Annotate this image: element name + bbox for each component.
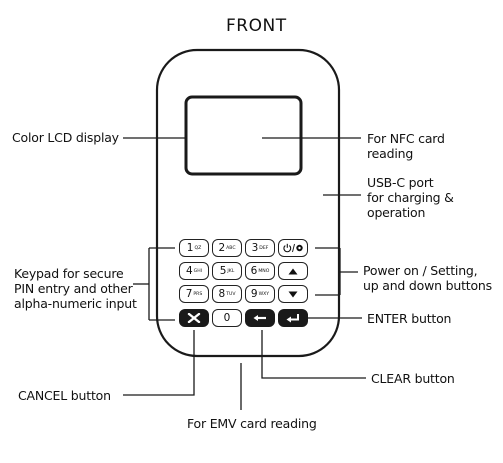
diagram-title: FRONT <box>226 16 287 36</box>
key-1-letters: QZ <box>194 245 202 251</box>
key-6-letters: MNO <box>258 268 270 274</box>
label-usb: USB-C port for charging & operation <box>367 175 454 220</box>
clear-button[interactable] <box>245 309 275 327</box>
label-lcd: Color LCD display <box>12 130 119 145</box>
key-3-digit: 3 <box>251 242 259 254</box>
key-8-letters: TUV <box>226 291 236 297</box>
key-4-digit: 4 <box>185 265 193 277</box>
power-settings-icon <box>283 243 303 253</box>
cancel-leader <box>123 330 195 396</box>
key-2-digit: 2 <box>218 242 226 254</box>
label-clear: CLEAR button <box>371 371 455 386</box>
key-4-letters: GHI <box>193 268 203 274</box>
label-power: Power on / Setting, up and down buttons <box>363 263 492 293</box>
cancel-x-icon <box>187 313 201 323</box>
clear-leader <box>261 330 366 379</box>
up-arrow-icon <box>288 268 298 274</box>
label-cancel: CANCEL button <box>18 388 111 403</box>
key-9-letters: WXY <box>258 291 270 297</box>
label-enter: ENTER button <box>367 311 452 326</box>
label-keypad: Keypad for secure PIN entry and other al… <box>14 266 137 311</box>
key-7-digit: 7 <box>185 288 193 300</box>
key-0[interactable]: 0 <box>212 309 242 327</box>
key-7-letters: PRS <box>193 291 203 297</box>
key-5-digit: 5 <box>219 265 227 277</box>
key-9-digit: 9 <box>250 288 258 300</box>
key-8-digit: 8 <box>218 288 226 300</box>
power-bracket <box>315 247 358 296</box>
label-nfc: For NFC card reading <box>367 131 445 161</box>
power-settings-button[interactable] <box>278 239 308 257</box>
lcd-screen <box>184 95 303 176</box>
down-arrow-icon <box>288 291 298 297</box>
key-5-letters: JKL <box>227 268 235 274</box>
enter-icon <box>286 314 299 323</box>
key-0-digit: 0 <box>223 312 231 324</box>
key-3-letters: DEF <box>259 245 269 251</box>
key-6-digit: 6 <box>250 265 258 277</box>
down-button[interactable] <box>278 285 308 303</box>
enter-button[interactable] <box>278 309 308 327</box>
clear-backspace-icon <box>253 315 266 321</box>
key-1-digit: 1 <box>186 242 194 254</box>
up-button[interactable] <box>278 262 308 280</box>
cancel-button[interactable] <box>179 309 209 327</box>
keypad-bracket <box>133 247 175 321</box>
label-emv: For EMV card reading <box>187 416 317 431</box>
key-2-letters: ABC <box>226 245 236 251</box>
